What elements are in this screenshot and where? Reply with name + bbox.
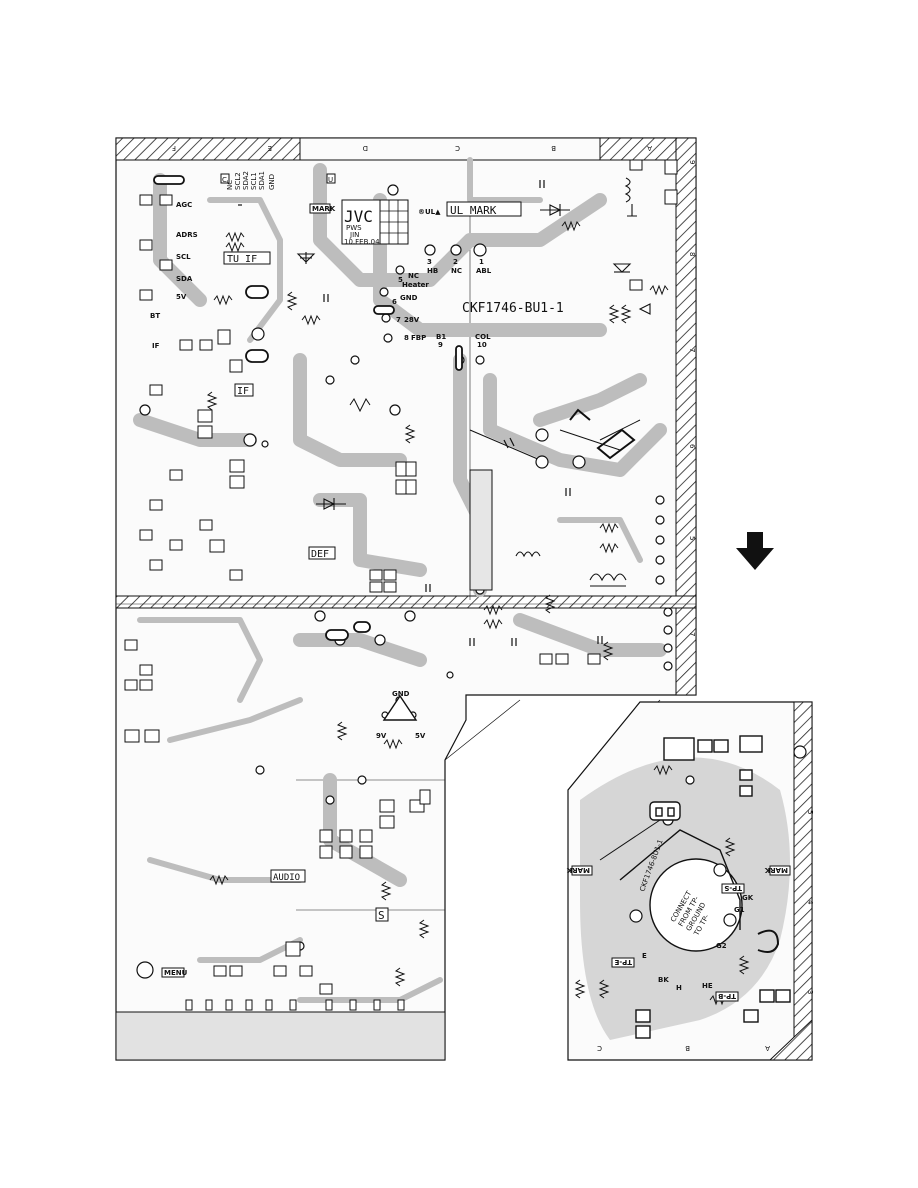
top-connector-labels: GND SDA1 SCL1 SDA2 SCL2 NC xyxy=(226,171,276,190)
svg-text:7: 7 xyxy=(688,632,696,636)
svg-text:AGC: AGC xyxy=(176,201,192,209)
svg-text:SDA2: SDA2 xyxy=(242,171,250,190)
c-label: C xyxy=(222,176,227,184)
svg-text:A: A xyxy=(765,1044,770,1052)
svg-text:4: 4 xyxy=(806,900,814,905)
jvc-line1: PWS xyxy=(346,224,362,232)
left-signal-labels: AGC ADRS SCL SDA 5V BT IF xyxy=(150,201,198,350)
svg-text:5: 5 xyxy=(688,536,696,540)
svg-text:SCL: SCL xyxy=(176,253,191,261)
main-board: JVC PWS JIN 10.FEB.04 UL MARK ®UL▲ CKF17… xyxy=(115,137,697,1061)
svg-text:G2: G2 xyxy=(716,942,727,950)
svg-text:B: B xyxy=(685,1044,690,1052)
svg-text:28V: 28V xyxy=(404,316,420,324)
svg-text:ABL: ABL xyxy=(476,267,492,275)
jvc-line2: JIN xyxy=(349,231,359,239)
svg-text:COL: COL xyxy=(475,333,491,341)
svg-text:FBP: FBP xyxy=(411,334,426,342)
svg-text:F: F xyxy=(172,144,176,152)
svg-text:BT: BT xyxy=(150,312,160,320)
crt-grid-letters: C B A 5 4 3 xyxy=(597,810,814,1052)
svg-text:D: D xyxy=(363,144,368,152)
crt-board: CONNECT FROM TP- GROUND TO TP- CKF1746-8… xyxy=(566,701,814,1061)
socket-text: CONNECT FROM TP- GROUND TO TP- xyxy=(669,889,711,938)
svg-text:BK: BK xyxy=(658,976,669,984)
ul-logo-icon: ®UL▲ xyxy=(418,208,441,216)
svg-text:A: A xyxy=(647,144,652,152)
svg-text:H: H xyxy=(676,984,682,992)
svg-text:5V: 5V xyxy=(176,293,187,301)
mark-label: MARK xyxy=(312,205,336,213)
crt-mark-label-right: MARK xyxy=(764,866,788,874)
down-arrow-icon xyxy=(736,532,774,570)
block-def: DEF xyxy=(311,549,329,560)
jvc-brand: JVC xyxy=(344,207,373,226)
svg-text:6: 6 xyxy=(392,298,397,306)
svg-text:SDA: SDA xyxy=(176,275,193,283)
tp-s-label: TP-S xyxy=(724,884,742,892)
svg-text:B1: B1 xyxy=(436,333,446,341)
svg-text:Heater: Heater xyxy=(402,281,429,289)
grid-row-numbers: 9 8 7 6 5 7 xyxy=(688,160,696,636)
jvc-date: 10.FEB.04 xyxy=(344,238,380,246)
svg-text:3: 3 xyxy=(806,990,814,994)
v9-label: 9V xyxy=(376,732,387,740)
crt-pin-labels: G1 G2 GK H HE BK E xyxy=(642,894,754,992)
svg-text:2: 2 xyxy=(453,258,458,266)
connector-pin-labels: 3 HB 2 NC 1 ABL 5 NC Heater 6 GND 7 28V … xyxy=(392,258,492,349)
svg-text:G1: G1 xyxy=(734,906,745,914)
svg-text:5: 5 xyxy=(398,276,403,284)
part-number: CKF1746-BU1-1 xyxy=(462,301,564,316)
svg-text:ADRS: ADRS xyxy=(176,231,198,239)
ul-mark: UL MARK xyxy=(450,204,497,217)
svg-text:1: 1 xyxy=(479,258,484,266)
svg-text:SDA1: SDA1 xyxy=(258,171,266,190)
svg-text:9: 9 xyxy=(438,341,443,349)
svg-text:8: 8 xyxy=(688,252,696,256)
v5-label: 5V xyxy=(415,732,426,740)
svg-text:7: 7 xyxy=(688,348,696,352)
tp-e-label: TP-E xyxy=(614,958,632,966)
svg-text:HE: HE xyxy=(702,982,713,990)
u-label: U xyxy=(328,176,333,184)
svg-text:8: 8 xyxy=(404,334,409,342)
svg-text:C: C xyxy=(455,144,460,152)
svg-text:7: 7 xyxy=(396,316,401,324)
block-menu: MENU xyxy=(164,969,188,977)
grid-column-letters: F E D C B A xyxy=(172,144,652,152)
svg-text:E: E xyxy=(268,144,272,152)
block-if: IF xyxy=(237,386,249,397)
svg-text:9: 9 xyxy=(688,160,696,164)
svg-text:C: C xyxy=(597,1044,602,1052)
svg-text:B: B xyxy=(551,144,556,152)
svg-text:SCL1: SCL1 xyxy=(250,172,258,190)
block-audio: AUDIO xyxy=(273,873,300,883)
svg-text:6: 6 xyxy=(688,444,696,449)
block-s: S xyxy=(378,909,385,922)
svg-text:GND: GND xyxy=(268,174,276,190)
svg-text:NC: NC xyxy=(451,267,462,275)
svg-text:NC: NC xyxy=(408,272,419,280)
svg-text:GND: GND xyxy=(400,294,418,302)
svg-text:HB: HB xyxy=(427,267,438,275)
svg-text:GK: GK xyxy=(742,894,754,902)
svg-text:IF: IF xyxy=(152,342,160,350)
svg-text:E: E xyxy=(642,952,647,960)
svg-text:NC: NC xyxy=(226,180,234,190)
svg-text:5: 5 xyxy=(806,810,814,814)
svg-text:3: 3 xyxy=(427,258,432,266)
gnd-label: GND xyxy=(392,690,410,698)
block-tu-if: TU IF xyxy=(227,254,257,265)
svg-text:SCL2: SCL2 xyxy=(234,172,242,190)
tp-b-label: TP-B xyxy=(718,992,736,1000)
svg-text:10: 10 xyxy=(477,341,487,349)
crt-mark-label-left: MARK xyxy=(566,866,590,874)
